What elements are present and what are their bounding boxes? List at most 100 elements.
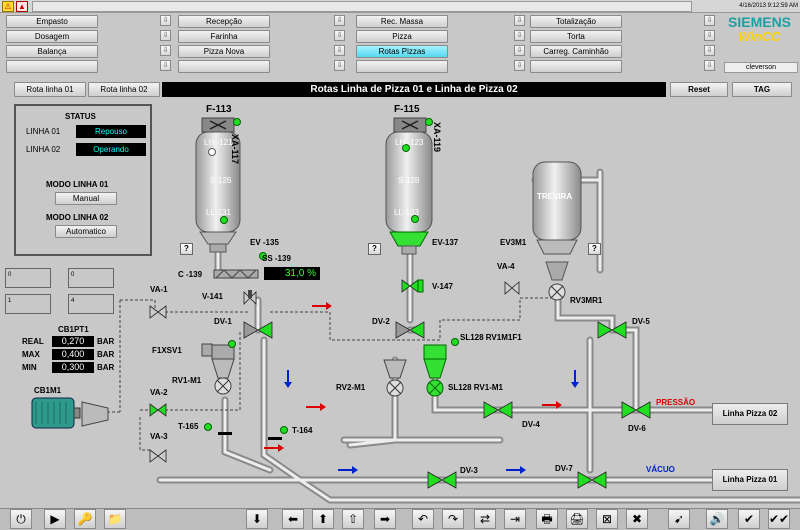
nav-totalizacao-arrow[interactable]: ⇩: [704, 15, 715, 26]
cursor-icon[interactable]: ➹: [668, 509, 690, 529]
transfer-icon[interactable]: ⇄: [474, 509, 496, 529]
nav-recepcao-arrow[interactable]: ⇩: [334, 15, 345, 26]
check-double-icon[interactable]: ✔✔: [768, 509, 790, 529]
nav-empty-4[interactable]: [530, 60, 622, 73]
nav-empty-3-arrow[interactable]: ⇩: [514, 60, 525, 71]
silo-f115-info-button[interactable]: ?: [368, 243, 381, 255]
pressure-max-value: 0,400: [52, 349, 94, 360]
sensor-t164-led: [280, 426, 288, 434]
nav-balanca-arrow[interactable]: ⇩: [160, 45, 171, 56]
power-icon[interactable]: ⏻: [10, 509, 32, 529]
nav-rec-massa[interactable]: Rec. Massa: [356, 15, 448, 28]
tag-button[interactable]: TAG: [732, 82, 792, 97]
modo-linha02-button[interactable]: Automatico: [55, 225, 117, 238]
sensor-t165-led: [204, 423, 212, 431]
trevira-info-button[interactable]: ?: [588, 243, 601, 255]
nav-carreg-caminhao[interactable]: Carreg. Caminhão: [530, 45, 622, 58]
nav-dosagem-arrow[interactable]: ⇩: [160, 30, 171, 41]
trevira-label: TREVIRA: [537, 192, 573, 201]
play-icon[interactable]: ▶: [44, 509, 66, 529]
dv4-label: DV-4: [522, 420, 540, 429]
c139-label: C -139: [178, 270, 203, 279]
folder-icon[interactable]: 📁: [104, 509, 126, 529]
tab-rota-linha-02[interactable]: Rota linha 02: [88, 82, 160, 97]
nav-empty-4-arrow[interactable]: ⇩: [704, 60, 715, 71]
nav-totalizacao[interactable]: Totalização: [530, 15, 622, 28]
print-icon[interactable]: 🖶: [536, 509, 558, 529]
date-time: 4/16/2013 9:12:59 AM: [739, 3, 798, 9]
nav-rec-massa-arrow[interactable]: ⇩: [514, 15, 525, 26]
warning-icon[interactable]: ⚠: [2, 1, 14, 12]
lh121-label: LH -121: [204, 138, 233, 147]
silo-f113-info-button[interactable]: ?: [180, 243, 193, 255]
print-alt-icon[interactable]: 🖨: [566, 509, 588, 529]
key-icon[interactable]: 🔑: [74, 509, 96, 529]
modo-linha01-button[interactable]: Manual: [55, 192, 117, 205]
nav-pizza-arrow[interactable]: ⇩: [514, 30, 525, 41]
nav-rotas-pizzas-arrow[interactable]: ⇩: [514, 45, 525, 56]
lh123-label: LH -123: [395, 138, 424, 147]
f1xsv1-label: F1XSV1: [152, 346, 182, 355]
nav-empasto-arrow[interactable]: ⇩: [160, 15, 171, 26]
nav-torta[interactable]: Torta: [530, 30, 622, 43]
check-icon[interactable]: ✔: [738, 509, 760, 529]
trevira-tank: [532, 161, 582, 301]
close-window-icon[interactable]: ⊠: [596, 509, 618, 529]
wincc-logo: WinCC: [738, 29, 781, 44]
nav-pizza[interactable]: Pizza: [356, 30, 448, 43]
nav-empty-1-arrow[interactable]: ⇩: [160, 60, 171, 71]
filter-f1xsv1: [201, 343, 213, 357]
user-display: cleverson: [724, 62, 798, 73]
reset-button[interactable]: Reset: [670, 82, 728, 97]
nav-torta-arrow[interactable]: ⇩: [704, 30, 715, 41]
ev135-label: EV -135: [250, 238, 279, 247]
arrow-up-alt-icon[interactable]: ⇧: [342, 509, 364, 529]
ss139-label: SS -139: [262, 254, 291, 263]
blower-cb1m1: [31, 397, 109, 429]
nav-carreg-caminhao-arrow[interactable]: ⇩: [704, 45, 715, 56]
export-icon[interactable]: ⇥: [504, 509, 526, 529]
pressure-min-unit: BAR: [97, 363, 115, 372]
arrow-up-icon[interactable]: ⬆: [312, 509, 334, 529]
v147-label: V-147: [432, 282, 453, 291]
nav-recepcao[interactable]: Recepção: [178, 15, 270, 28]
nav-empty-2[interactable]: [178, 60, 270, 73]
pressure-real-value: 0,270: [52, 336, 94, 347]
silo-f113: [195, 117, 241, 253]
nav-farinha-arrow[interactable]: ⇩: [334, 30, 345, 41]
redo-icon[interactable]: ↷: [442, 509, 464, 529]
nav-farinha[interactable]: Farinha: [178, 30, 270, 43]
alert-icon[interactable]: ▲: [16, 1, 28, 12]
nav-empty-2-arrow[interactable]: ⇩: [334, 60, 345, 71]
sensor-t165: [218, 432, 232, 435]
ev137-label: EV-137: [432, 238, 459, 247]
cb1m1-label: CB1M1: [34, 386, 62, 395]
nav-balanca[interactable]: Balança: [6, 45, 98, 58]
nav-pizza-nova[interactable]: Pizza Nova: [178, 45, 270, 58]
arrow-right-icon[interactable]: ➡: [374, 509, 396, 529]
linha-pizza-02-button[interactable]: Linha Pizza 02: [712, 403, 788, 425]
counter-box-4: 4: [68, 294, 114, 314]
nav-empasto[interactable]: Empasto: [6, 15, 98, 28]
nav-rotas-pizzas[interactable]: Rotas Pizzas: [356, 45, 448, 58]
sl128-led: [451, 338, 459, 346]
linha01-status: Repouso: [76, 125, 146, 138]
download-icon[interactable]: ⬇: [246, 509, 268, 529]
nav-empty-1[interactable]: [6, 60, 98, 73]
nav-dosagem[interactable]: Dosagem: [6, 30, 98, 43]
tab-rota-linha-01[interactable]: Rota linha 01: [14, 82, 86, 97]
va3-label: VA-3: [150, 432, 168, 441]
conveyor-c139: [213, 269, 259, 279]
message-line[interactable]: [32, 1, 692, 12]
xa119-label: XA-119: [432, 122, 442, 153]
ev3m1-label: EV3M1: [500, 238, 527, 247]
ll131-label: LL-131: [206, 208, 231, 217]
arrow-left-icon[interactable]: ⬅: [282, 509, 304, 529]
ll133-label: LL-133: [394, 208, 419, 217]
undo-icon[interactable]: ↶: [412, 509, 434, 529]
linha-pizza-01-button[interactable]: Linha Pizza 01: [712, 469, 788, 491]
delete-icon[interactable]: ✖: [626, 509, 648, 529]
speaker-icon[interactable]: 🔊: [706, 509, 728, 529]
nav-pizza-nova-arrow[interactable]: ⇩: [334, 45, 345, 56]
nav-empty-3[interactable]: [356, 60, 448, 73]
